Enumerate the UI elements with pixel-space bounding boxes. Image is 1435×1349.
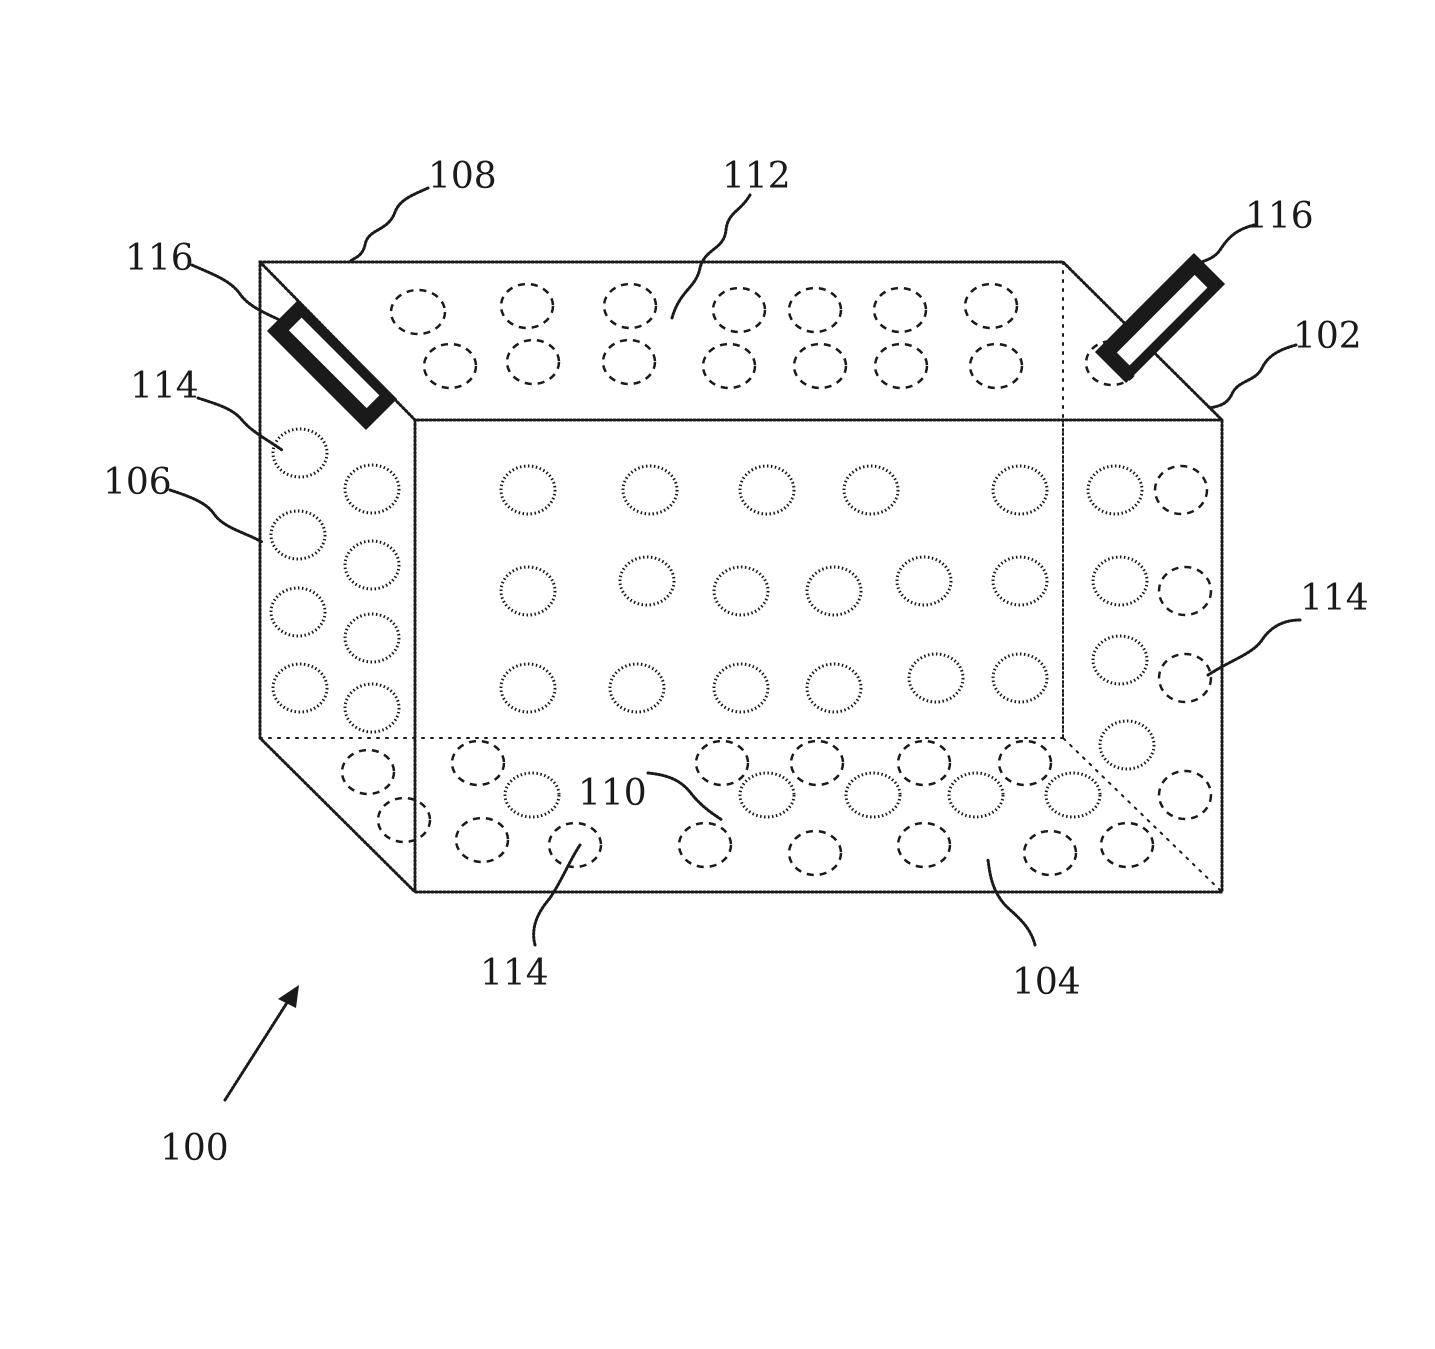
label-116-left: 116: [125, 238, 194, 279]
label-102: 102: [1293, 316, 1362, 357]
label-116-right: 116: [1245, 196, 1314, 237]
right-panel-holes: [1088, 466, 1211, 819]
assembly-arrow: [225, 985, 299, 1100]
label-100: 100: [160, 1128, 229, 1169]
leader-lines: [170, 188, 1300, 945]
label-114-front: 114: [480, 953, 549, 994]
label-114-side: 114: [130, 366, 199, 407]
top-panel-holes: [391, 284, 1138, 388]
label-114-right: 114: [1300, 578, 1369, 619]
label-104: 104: [1012, 962, 1081, 1003]
label-106: 106: [103, 462, 172, 503]
left-handle: [267, 300, 397, 430]
bottom-panel-holes: [342, 741, 1153, 875]
label-112: 112: [722, 156, 791, 197]
label-110: 110: [578, 773, 647, 814]
side-panel-holes: [271, 429, 399, 732]
right-handle: [1095, 253, 1225, 383]
label-108: 108: [428, 156, 497, 197]
container-outline: [260, 262, 1222, 892]
front-panel-holes: [501, 466, 1047, 712]
